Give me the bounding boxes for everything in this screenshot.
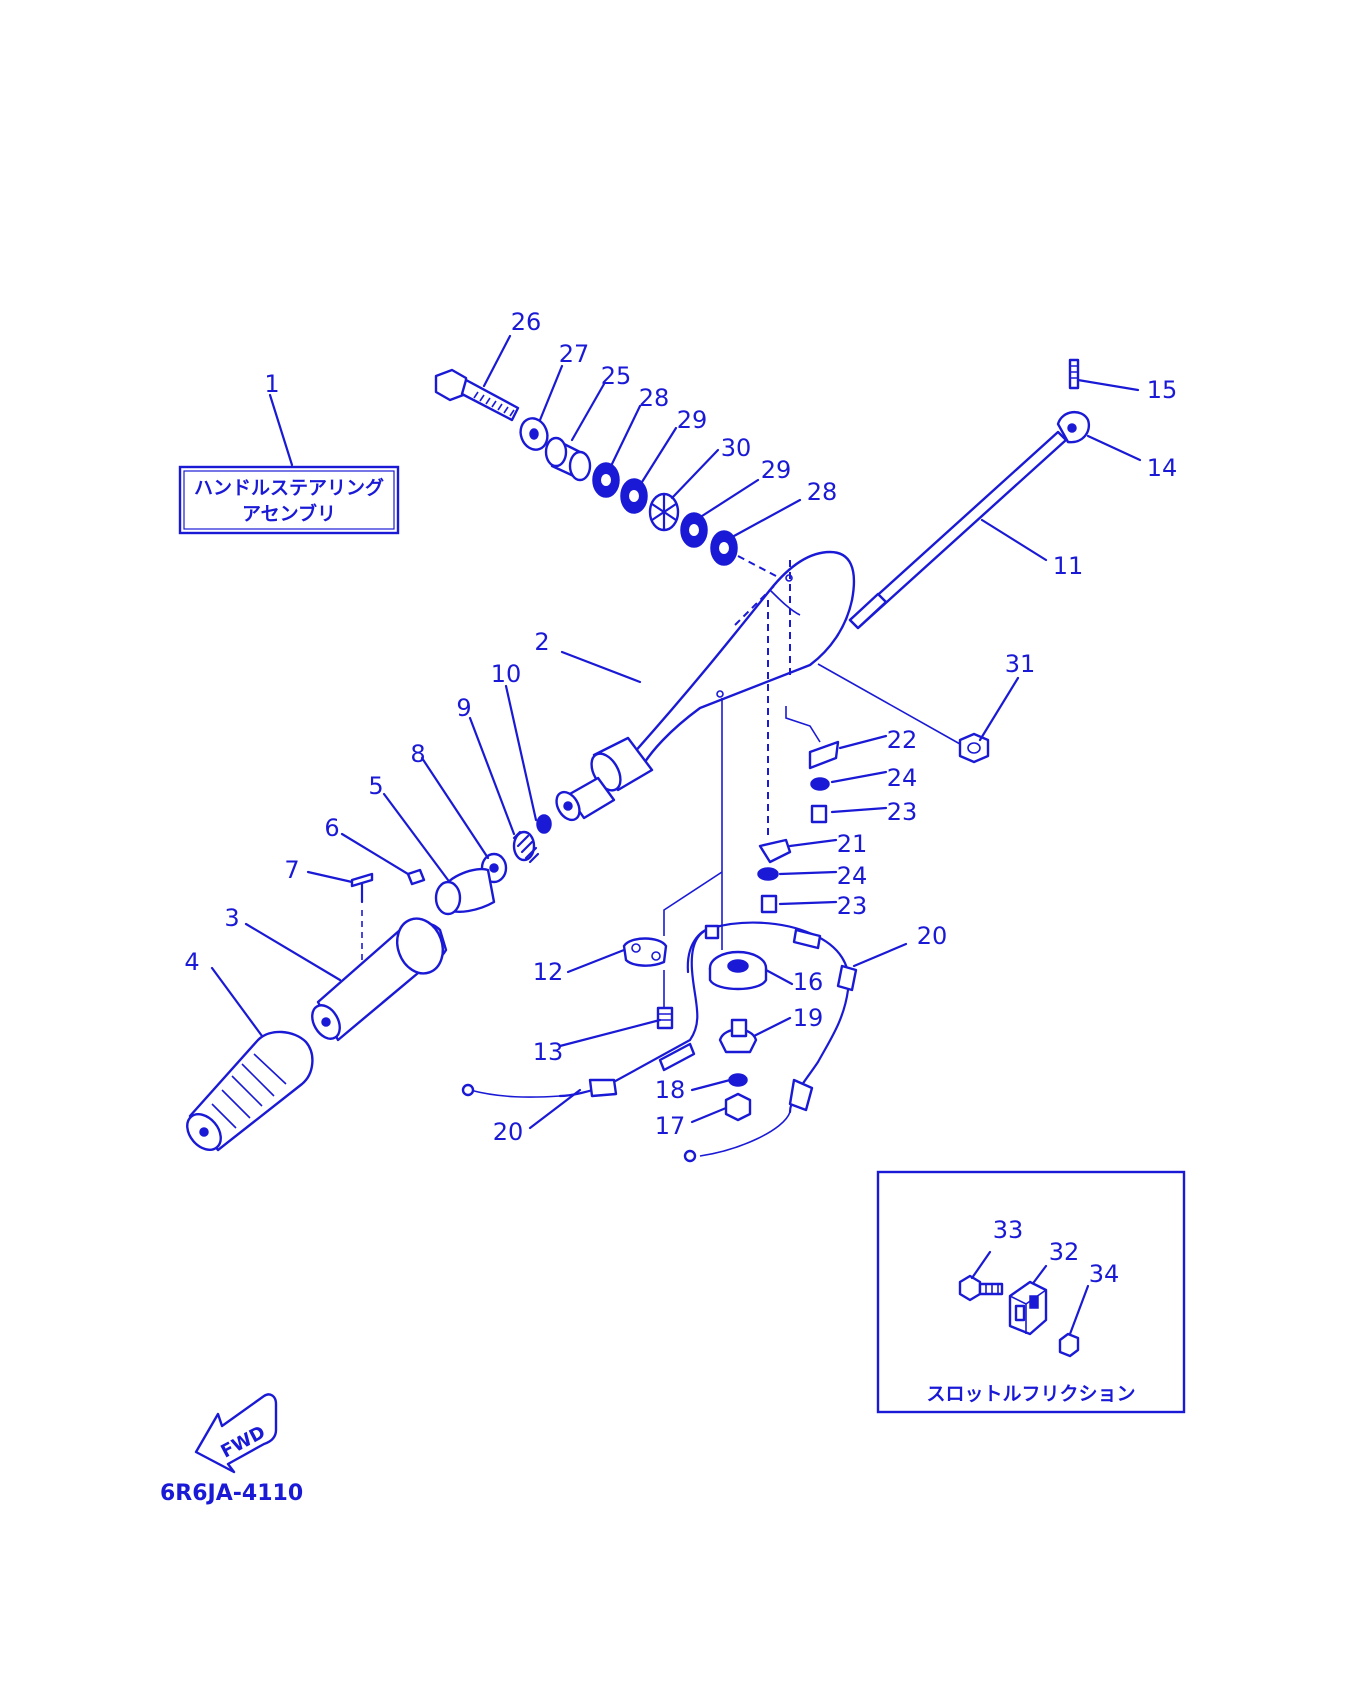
callout-23b: 23 <box>837 892 868 920</box>
part-17-nut <box>724 1092 752 1122</box>
callout-23a: 23 <box>887 798 918 826</box>
part-26-bolt <box>434 368 520 422</box>
callout-5: 5 <box>368 772 383 800</box>
callout-16: 16 <box>793 968 824 996</box>
fwd-arrow: FWD <box>194 1393 278 1474</box>
callout-21: 21 <box>837 830 868 858</box>
part-3-throttle-shaft <box>311 917 448 1042</box>
part-25-collar <box>544 436 592 482</box>
callout-26: 26 <box>511 308 542 336</box>
assembly-title-line1: ハンドルステアリング <box>194 476 384 499</box>
part-20-cable-left <box>461 924 722 1098</box>
callout-17: 17 <box>655 1112 686 1140</box>
diagram-code: 6R6JA-4110 <box>160 1481 303 1506</box>
part-29-washer-lower <box>680 512 708 548</box>
part-24-washer-lower <box>757 867 779 881</box>
part-13-bolt <box>656 1006 674 1030</box>
part-20-cable-right <box>683 921 858 1163</box>
part-12-cable-guide <box>622 937 668 967</box>
callout-14: 14 <box>1147 454 1178 482</box>
throttle-friction-inset: スロットルフリクション <box>876 1170 1186 1414</box>
callout-30: 30 <box>721 434 752 462</box>
part-16-grommet <box>708 950 768 991</box>
callout-22: 22 <box>887 726 918 754</box>
callout-9: 9 <box>456 694 471 722</box>
part-31-nut <box>958 732 990 764</box>
callout-13: 13 <box>533 1038 564 1066</box>
part-28-washer-upper <box>592 462 620 498</box>
callout-2: 2 <box>534 628 549 656</box>
callout-10: 10 <box>491 660 522 688</box>
part-9-spring <box>512 830 540 864</box>
callout-numbers: 1 26 27 25 28 29 30 29 28 15 14 11 31 2 … <box>184 308 1177 1288</box>
callout-31: 31 <box>1005 650 1036 678</box>
callout-15: 15 <box>1147 376 1178 404</box>
callout-7: 7 <box>284 856 299 884</box>
part-19-plate <box>718 1018 758 1054</box>
part-23-bolt-lower <box>760 894 778 914</box>
callout-32: 32 <box>1049 1238 1080 1266</box>
callout-3: 3 <box>224 904 239 932</box>
callout-12: 12 <box>533 958 564 986</box>
callout-29b: 29 <box>761 456 792 484</box>
callout-28b: 28 <box>807 478 838 506</box>
callout-1: 1 <box>264 370 279 398</box>
part-6-screw <box>406 868 426 886</box>
part-28-washer-lower <box>710 530 738 566</box>
cable-clamp <box>704 924 720 940</box>
callout-18: 18 <box>655 1076 686 1104</box>
part-18-washer <box>728 1073 748 1087</box>
part-7-screw <box>350 872 374 1000</box>
part-5-bushing <box>434 867 496 916</box>
part-11-rod <box>848 430 1068 630</box>
callout-25: 25 <box>601 362 632 390</box>
part-24-washer-upper <box>810 777 830 791</box>
callout-19: 19 <box>793 1004 824 1032</box>
part-23-bolt-upper <box>810 804 828 824</box>
inset-caption: スロットルフリクション <box>926 1383 1135 1405</box>
assembly-title-box: ハンドルステアリング アセンブリ <box>178 465 400 535</box>
leader-lines <box>210 334 1142 1130</box>
part-4-grip <box>186 1030 314 1152</box>
part-34-nut <box>1058 1332 1080 1358</box>
part-27-washer <box>519 417 549 451</box>
part-2-handle-bracket <box>630 550 856 772</box>
part-33-bolt <box>958 1274 1004 1302</box>
callout-34: 34 <box>1089 1260 1120 1288</box>
part-21-clip <box>758 838 792 864</box>
callout-8: 8 <box>410 740 425 768</box>
callout-20a: 20 <box>917 922 948 950</box>
handle-stem <box>555 776 616 822</box>
callout-27: 27 <box>559 340 590 368</box>
part-14-knob <box>1056 411 1091 444</box>
part-15-pin <box>1068 358 1080 390</box>
part-32-friction-block <box>1008 1280 1048 1336</box>
callout-11: 11 <box>1053 552 1084 580</box>
assembly-title-line2: アセンブリ <box>242 502 336 525</box>
part-30-spring-washer <box>648 492 680 532</box>
callout-6: 6 <box>324 814 339 842</box>
callout-29a: 29 <box>677 406 708 434</box>
callout-28a: 28 <box>639 384 670 412</box>
callout-33: 33 <box>993 1216 1024 1244</box>
callout-24a: 24 <box>887 764 918 792</box>
part-22-clip <box>808 740 840 770</box>
part-29-washer-upper <box>620 478 648 514</box>
callout-24b: 24 <box>837 862 868 890</box>
callout-20b: 20 <box>493 1118 524 1146</box>
part-10-spring <box>536 814 552 834</box>
callout-4: 4 <box>184 948 199 976</box>
